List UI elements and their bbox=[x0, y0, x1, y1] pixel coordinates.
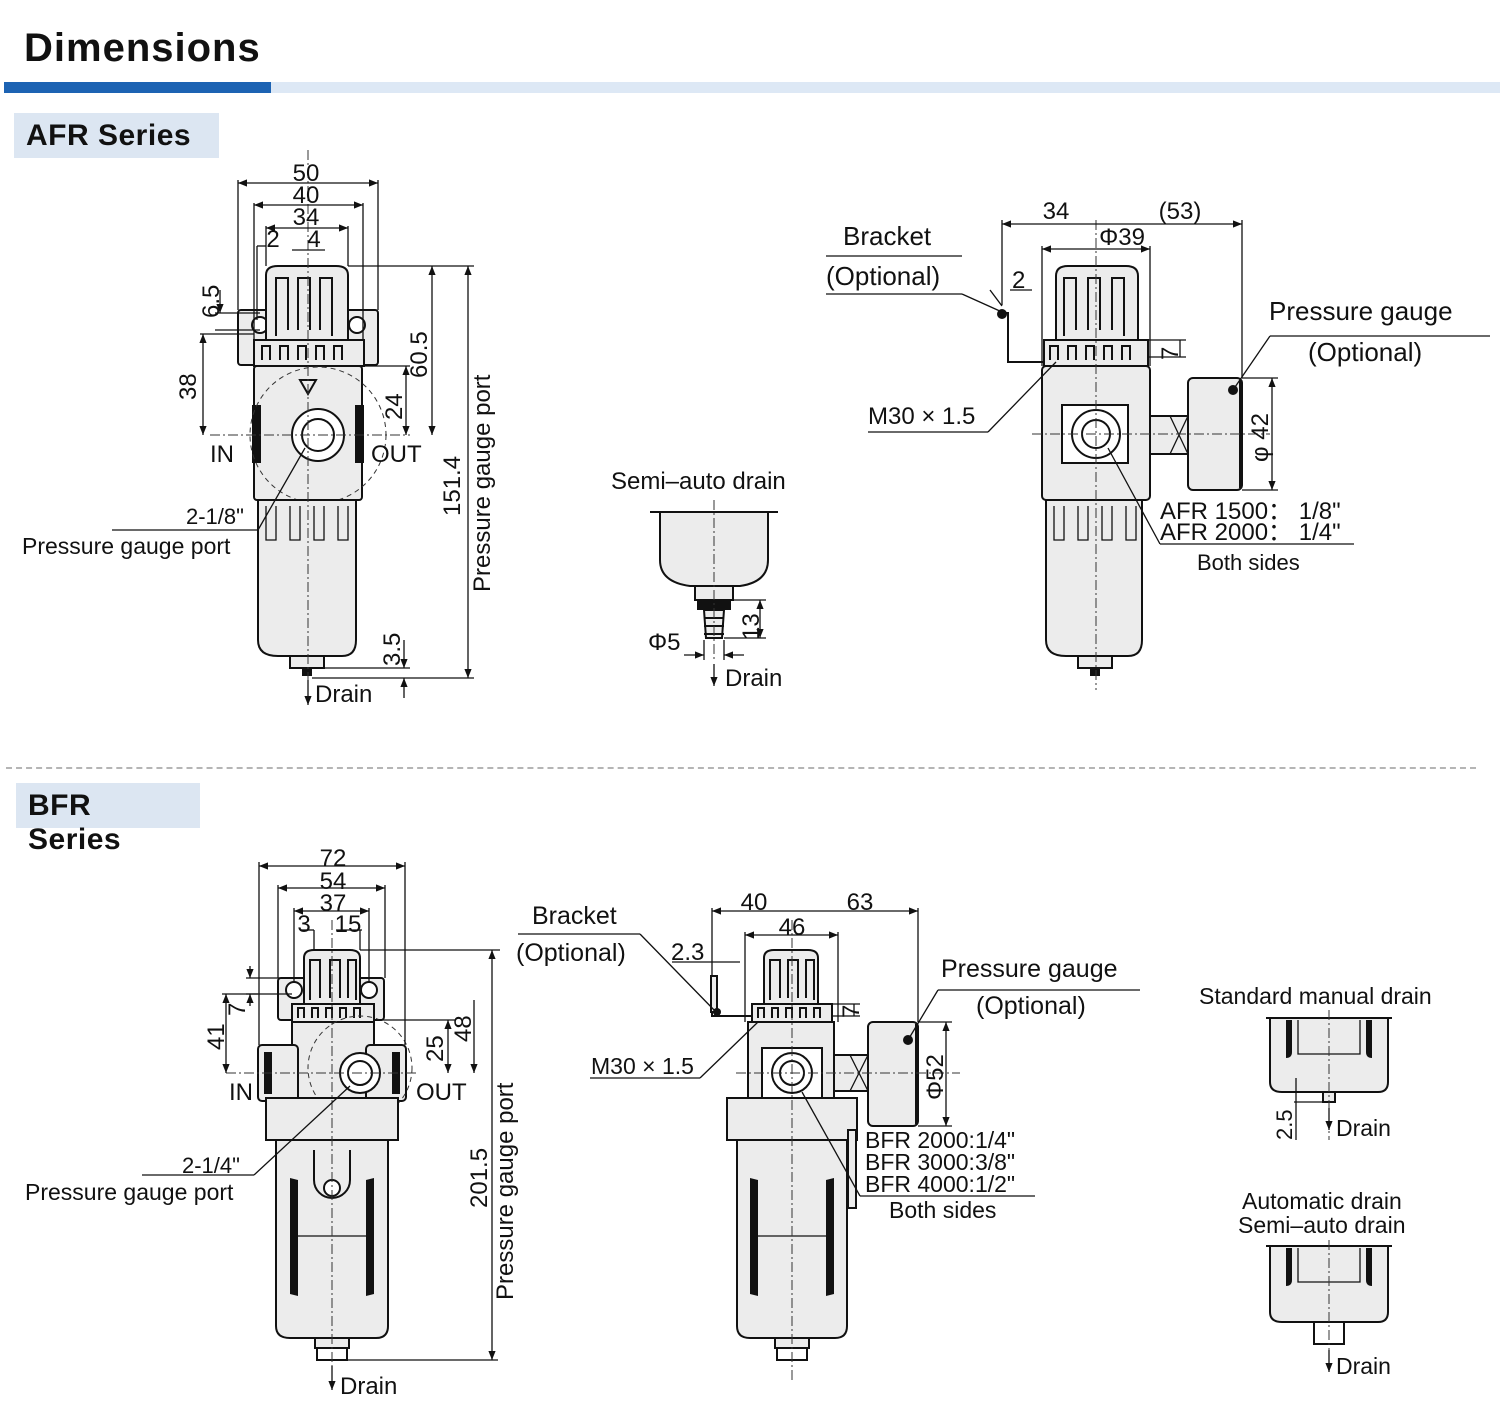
bfr-side-bracket-optional: (Optional) bbox=[516, 939, 626, 967]
bfr-front-vertical-port-label: Pressure gauge port bbox=[492, 1082, 519, 1300]
afr-front-out-label: OUT bbox=[371, 441, 422, 468]
std-drain-title: Standard manual drain bbox=[1199, 983, 1432, 1009]
bfr-front-port-label: Pressure gauge port bbox=[25, 1179, 234, 1205]
bfr-series-heading: BFR Series bbox=[16, 783, 200, 856]
bfr-front-dim-15: 15 bbox=[335, 911, 362, 938]
title-underline bbox=[271, 82, 1500, 93]
std-drain-dim-2-5: 2.5 bbox=[1272, 1109, 1297, 1140]
section-divider bbox=[6, 767, 1476, 769]
bfr-front-port-size: 2-1/4" bbox=[182, 1153, 240, 1178]
bfr-side-dim-7: 7 bbox=[838, 1005, 865, 1018]
afr-side-bracket-label: Bracket bbox=[843, 221, 932, 251]
bfr-side-dim-2-3: 2.3 bbox=[671, 939, 704, 966]
afr-front-dim-3-5: 3.5 bbox=[379, 633, 406, 666]
bfr-auto-drain-view: Automatic drain Semi–auto drain Drain bbox=[1238, 1188, 1406, 1379]
bfr-side-dim-46: 46 bbox=[779, 914, 806, 941]
bfr-front-in-label: IN bbox=[229, 1079, 253, 1106]
afr-front-dim-60-5: 60.5 bbox=[406, 331, 433, 378]
title-underline-accent bbox=[4, 82, 271, 93]
afr-front-dim-24: 24 bbox=[381, 393, 408, 420]
afr-side-gauge-label: Pressure gauge bbox=[1269, 296, 1453, 326]
afr-side-dim-7: 7 bbox=[1157, 347, 1184, 360]
bfr-front-dim-54: 54 bbox=[320, 868, 347, 895]
afr-front-port-size: 2-1/8" bbox=[186, 504, 244, 529]
bfr-side-view: 40 63 46 2.3 7 Φ52 Bracket (Optional) Pr… bbox=[516, 889, 1140, 1380]
bfr-front-dim-48: 48 bbox=[450, 1015, 477, 1042]
afr-series-heading: AFR Series bbox=[14, 113, 219, 158]
bfr-front-dim-201-5: 201.5 bbox=[466, 1148, 493, 1208]
afr-front-dim-4: 4 bbox=[307, 226, 320, 253]
afr-front-dim-151-4: 151.4 bbox=[439, 456, 466, 516]
bfr-front-dim-25: 25 bbox=[422, 1035, 449, 1062]
bfr-front-dim-37: 37 bbox=[320, 890, 347, 917]
afr-front-dim-40: 40 bbox=[293, 182, 320, 209]
bfr-side-port-bfr2000: BFR 2000:1/4" bbox=[865, 1127, 1015, 1153]
afr-side-dim-phi42: φ 42 bbox=[1247, 413, 1274, 462]
afr-front-dim-6-5: 6.5 bbox=[198, 285, 225, 318]
bfr-side-dim-63: 63 bbox=[847, 889, 874, 916]
afr-side-both-sides: Both sides bbox=[1197, 550, 1300, 575]
afr-side-port-afr2000: AFR 2000： 1/4" bbox=[1160, 519, 1341, 546]
bfr-side-thread-label: M30 × 1.5 bbox=[591, 1053, 694, 1079]
afr-side-bracket-optional: (Optional) bbox=[826, 261, 940, 291]
semi-auto-drain-title-bfr: Semi–auto drain bbox=[1238, 1212, 1406, 1238]
semi-auto-drain-label: Drain bbox=[725, 665, 782, 692]
bfr-side-gauge-optional: (Optional) bbox=[976, 992, 1086, 1020]
bfr-side-dim-phi52: Φ52 bbox=[922, 1054, 949, 1100]
afr-front-view: 50 40 34 2 4 6.5 38 60.5 24 151.4 3.5 Pr… bbox=[22, 150, 496, 708]
semi-auto-drain-title: Semi–auto drain bbox=[611, 468, 786, 495]
bfr-front-out-label: OUT bbox=[416, 1079, 467, 1106]
bfr-side-both-sides: Both sides bbox=[889, 1197, 996, 1223]
bfr-front-view: 72 54 37 3 15 7 41 25 48 201.5 Pressure … bbox=[25, 845, 519, 1400]
bfr-side-dim-40: 40 bbox=[741, 889, 768, 916]
afr-side-dim-2: 2 bbox=[1012, 267, 1025, 294]
bfr-front-drain-label: Drain bbox=[340, 1373, 397, 1400]
bfr-side-port-bfr3000: BFR 3000:3/8" bbox=[865, 1149, 1015, 1175]
afr-side-dim-phi39: Φ39 bbox=[1099, 224, 1145, 251]
afr-front-port-label: Pressure gauge port bbox=[22, 533, 231, 559]
afr-side-thread-label: M30 × 1.5 bbox=[868, 403, 975, 430]
bfr-front-dim-41: 41 bbox=[203, 1023, 230, 1050]
afr-side-dim-53: (53) bbox=[1159, 198, 1202, 225]
auto-drain-title: Automatic drain bbox=[1242, 1188, 1402, 1214]
afr-front-in-label: IN bbox=[210, 441, 234, 468]
afr-side-dim-34: 34 bbox=[1043, 198, 1070, 225]
bfr-side-bracket-label: Bracket bbox=[532, 902, 617, 930]
afr-side-port-afr1500: AFR 1500： 1/8" bbox=[1160, 498, 1341, 525]
bfr-side-gauge-label: Pressure gauge bbox=[941, 955, 1118, 983]
afr-front-dim-50: 50 bbox=[293, 160, 320, 187]
bfr-standard-manual-drain-view: Standard manual drain 2.5 Drain bbox=[1199, 983, 1432, 1141]
semi-auto-drain-dim-13: 13 bbox=[738, 613, 765, 640]
bfr-front-dim-7: 7 bbox=[224, 1003, 251, 1016]
afr-side-view: 34 (53) Φ39 2 7 φ 42 Bracket (Optional) … bbox=[826, 198, 1490, 690]
afr-front-drain-label: Drain bbox=[315, 681, 372, 708]
semi-auto-drain-dim-phi5: Φ5 bbox=[648, 629, 681, 656]
afr-front-dim-38: 38 bbox=[175, 373, 202, 400]
afr-front-dim-34: 34 bbox=[293, 204, 320, 231]
page-title: Dimensions bbox=[24, 26, 261, 70]
afr-front-dim-2: 2 bbox=[266, 226, 279, 253]
bfr-front-dim-3: 3 bbox=[297, 911, 310, 938]
std-drain-label: Drain bbox=[1336, 1115, 1391, 1141]
bfr-side-port-bfr4000: BFR 4000:1/2" bbox=[865, 1171, 1015, 1197]
afr-side-gauge-optional: (Optional) bbox=[1308, 337, 1422, 367]
bfr-front-dim-72: 72 bbox=[320, 845, 347, 872]
afr-front-vertical-port-label: Pressure gauge port bbox=[469, 374, 496, 592]
auto-drain-label: Drain bbox=[1336, 1353, 1391, 1379]
afr-semi-auto-drain-view: Semi–auto drain 13 Φ5 Drain bbox=[611, 468, 786, 692]
